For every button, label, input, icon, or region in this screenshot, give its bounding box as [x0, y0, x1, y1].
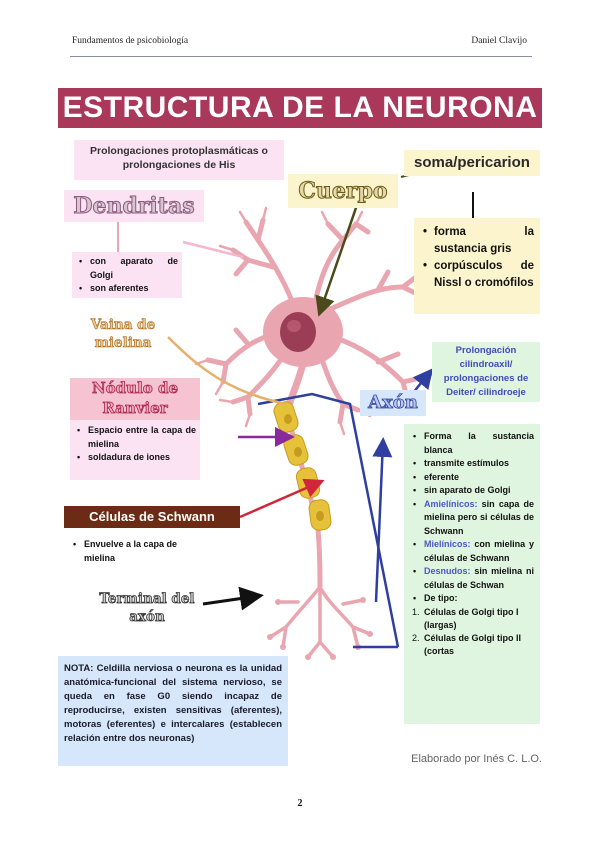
- soma-info-box: forma la sustancia gris corpúsculos de N…: [414, 218, 540, 314]
- axon-item-label: Mielínicos:: [424, 539, 471, 549]
- axon-item: transmite estímulos: [413, 457, 534, 471]
- poster-title: ESTRUCTURA DE LA NEURONA: [62, 91, 538, 124]
- axon-item-text: De tipo:: [424, 593, 458, 603]
- axon-item-text: sin capa de mielina pero si células de S…: [424, 498, 534, 536]
- axon-item: De tipo:: [413, 592, 534, 606]
- axon-info-box: Forma la sustancia blanca transmite estí…: [404, 424, 540, 724]
- axon-item: Forma la sustancia blanca: [413, 430, 534, 457]
- soma-label: soma/pericarion: [404, 150, 540, 176]
- dendritas-item: con aparato de Golgi: [79, 255, 178, 282]
- schwann-list: Envuelve a la capa de mielina: [70, 538, 196, 565]
- dendritas-label: Dendritas: [64, 190, 204, 222]
- axon-type-item: 2. Células de Golgi tipo II (cortas: [412, 632, 534, 658]
- axon-item-text: Forma la sustancia blanca: [424, 431, 534, 455]
- header-left: Fundamentos de psicobiología: [72, 36, 189, 46]
- nota-text: NOTA: Celdilla nerviosa o neurona es la …: [64, 663, 282, 744]
- credit-text: Elaborado por Inés C. L.O.: [411, 753, 542, 765]
- page-number: 2: [297, 798, 303, 809]
- nodulo-label: Nódulo de Ranvier: [70, 378, 200, 420]
- axon-prolongacion-text: Prolongación cilindroaxil/ prolongacione…: [443, 345, 529, 398]
- dendritas-item: son aferentes: [79, 282, 178, 296]
- vaina-arrow: [167, 336, 287, 406]
- axon-item: sin aparato de Golgi: [413, 484, 534, 498]
- dendritas-info-box: con aparato de Golgi son aferentes: [72, 252, 182, 298]
- nucleus: [280, 312, 316, 352]
- soma-label-text: soma/pericarion: [414, 154, 530, 171]
- schwann-item: Envuelve a la capa de mielina: [73, 538, 196, 565]
- neuron-illustration: [117, 169, 474, 660]
- dendritas-arrow: [182, 240, 244, 259]
- nodulo-item: soldadura de iones: [77, 451, 196, 465]
- cuerpo-label: Cuerpo: [288, 174, 398, 208]
- axon-item-text: sin aparato de Golgi: [424, 485, 511, 495]
- prolongaciones-text: Prolongaciones protoplasmáticas o prolon…: [90, 145, 268, 171]
- axon-item-text: con mielina y células de Schwann: [424, 539, 534, 563]
- axon-type-text: Células de Golgi tipo II (cortas: [424, 632, 522, 656]
- axon-types-list: 1. Células de Golgi tipo I (largas) 2. Cél…: [410, 606, 534, 658]
- axon-type-item: 1. Células de Golgi tipo I (largas): [412, 606, 534, 632]
- axon-item-label: Desnudos:: [424, 566, 471, 576]
- schwann-info-box: Envuelve a la capa de mielina: [68, 538, 198, 568]
- header-right: Daniel Clavijo: [471, 36, 527, 46]
- axon-item: Desnudos: sin mielina ni células de Schw…: [413, 565, 534, 592]
- header-divider: [70, 56, 532, 57]
- axon-type-num: 1.: [412, 606, 420, 617]
- axon-item: Mielínicos: con mielina y células de Sch…: [413, 538, 534, 565]
- axon-prolongacion-box: Prolongación cilindroaxil/ prolongacione…: [432, 342, 540, 402]
- axon-item: Amielínicos: sin capa de mielina pero si…: [413, 498, 534, 539]
- neuron-poster: ESTRUCTURA DE LA NEURONA: [58, 82, 542, 772]
- nodulo-list: Espacio entre la capa de mielina soldadu…: [74, 424, 196, 465]
- axon-bracket: [257, 392, 400, 648]
- axon-item-label: Amielínicos:: [424, 498, 478, 509]
- schwann-arrow: [239, 478, 325, 519]
- axon-terminals: [268, 585, 372, 659]
- axon-item-text: eferente: [424, 471, 460, 482]
- axon-list: Forma la sustancia blanca transmite estí…: [410, 430, 534, 606]
- nodulo-info-box: Espacio entre la capa de mielina soldadu…: [70, 420, 200, 480]
- schwann-label-text: Células de Schwann: [89, 509, 215, 524]
- axon-item-text: sin mielina ni células de Schwan: [424, 566, 534, 590]
- axon-type-text: Células de Golgi tipo I (largas): [424, 606, 519, 630]
- nota-box: NOTA: Celdilla nerviosa o neurona es la …: [58, 656, 288, 766]
- dendritas-list: con aparato de Golgi son aferentes: [76, 255, 178, 296]
- cuerpo-arrow: [315, 201, 360, 317]
- axon-type-num: 2.: [412, 632, 420, 643]
- terminal-label: Terminal del axón: [99, 591, 195, 626]
- prolongaciones-box: Prolongaciones protoplasmáticas o prolon…: [74, 140, 284, 180]
- axon-label: Axón: [360, 390, 426, 416]
- soma-list: forma la sustancia gris corpúsculos de N…: [420, 224, 534, 292]
- poster-title-bar: ESTRUCTURA DE LA NEURONA: [58, 88, 542, 128]
- axon-item: eferente: [413, 471, 534, 485]
- soma-item: forma la sustancia gris: [423, 224, 534, 258]
- schwann-label: Células de Schwann: [64, 506, 240, 528]
- vaina-label: Vaina de mielina: [90, 317, 156, 352]
- soma-item: corpúsculos de Nissl o cromófilos: [423, 258, 534, 292]
- axon-item-text: transmite estímulos: [424, 458, 510, 468]
- nodulo-item: Espacio entre la capa de mielina: [77, 424, 196, 451]
- terminal-arrow: [202, 586, 264, 611]
